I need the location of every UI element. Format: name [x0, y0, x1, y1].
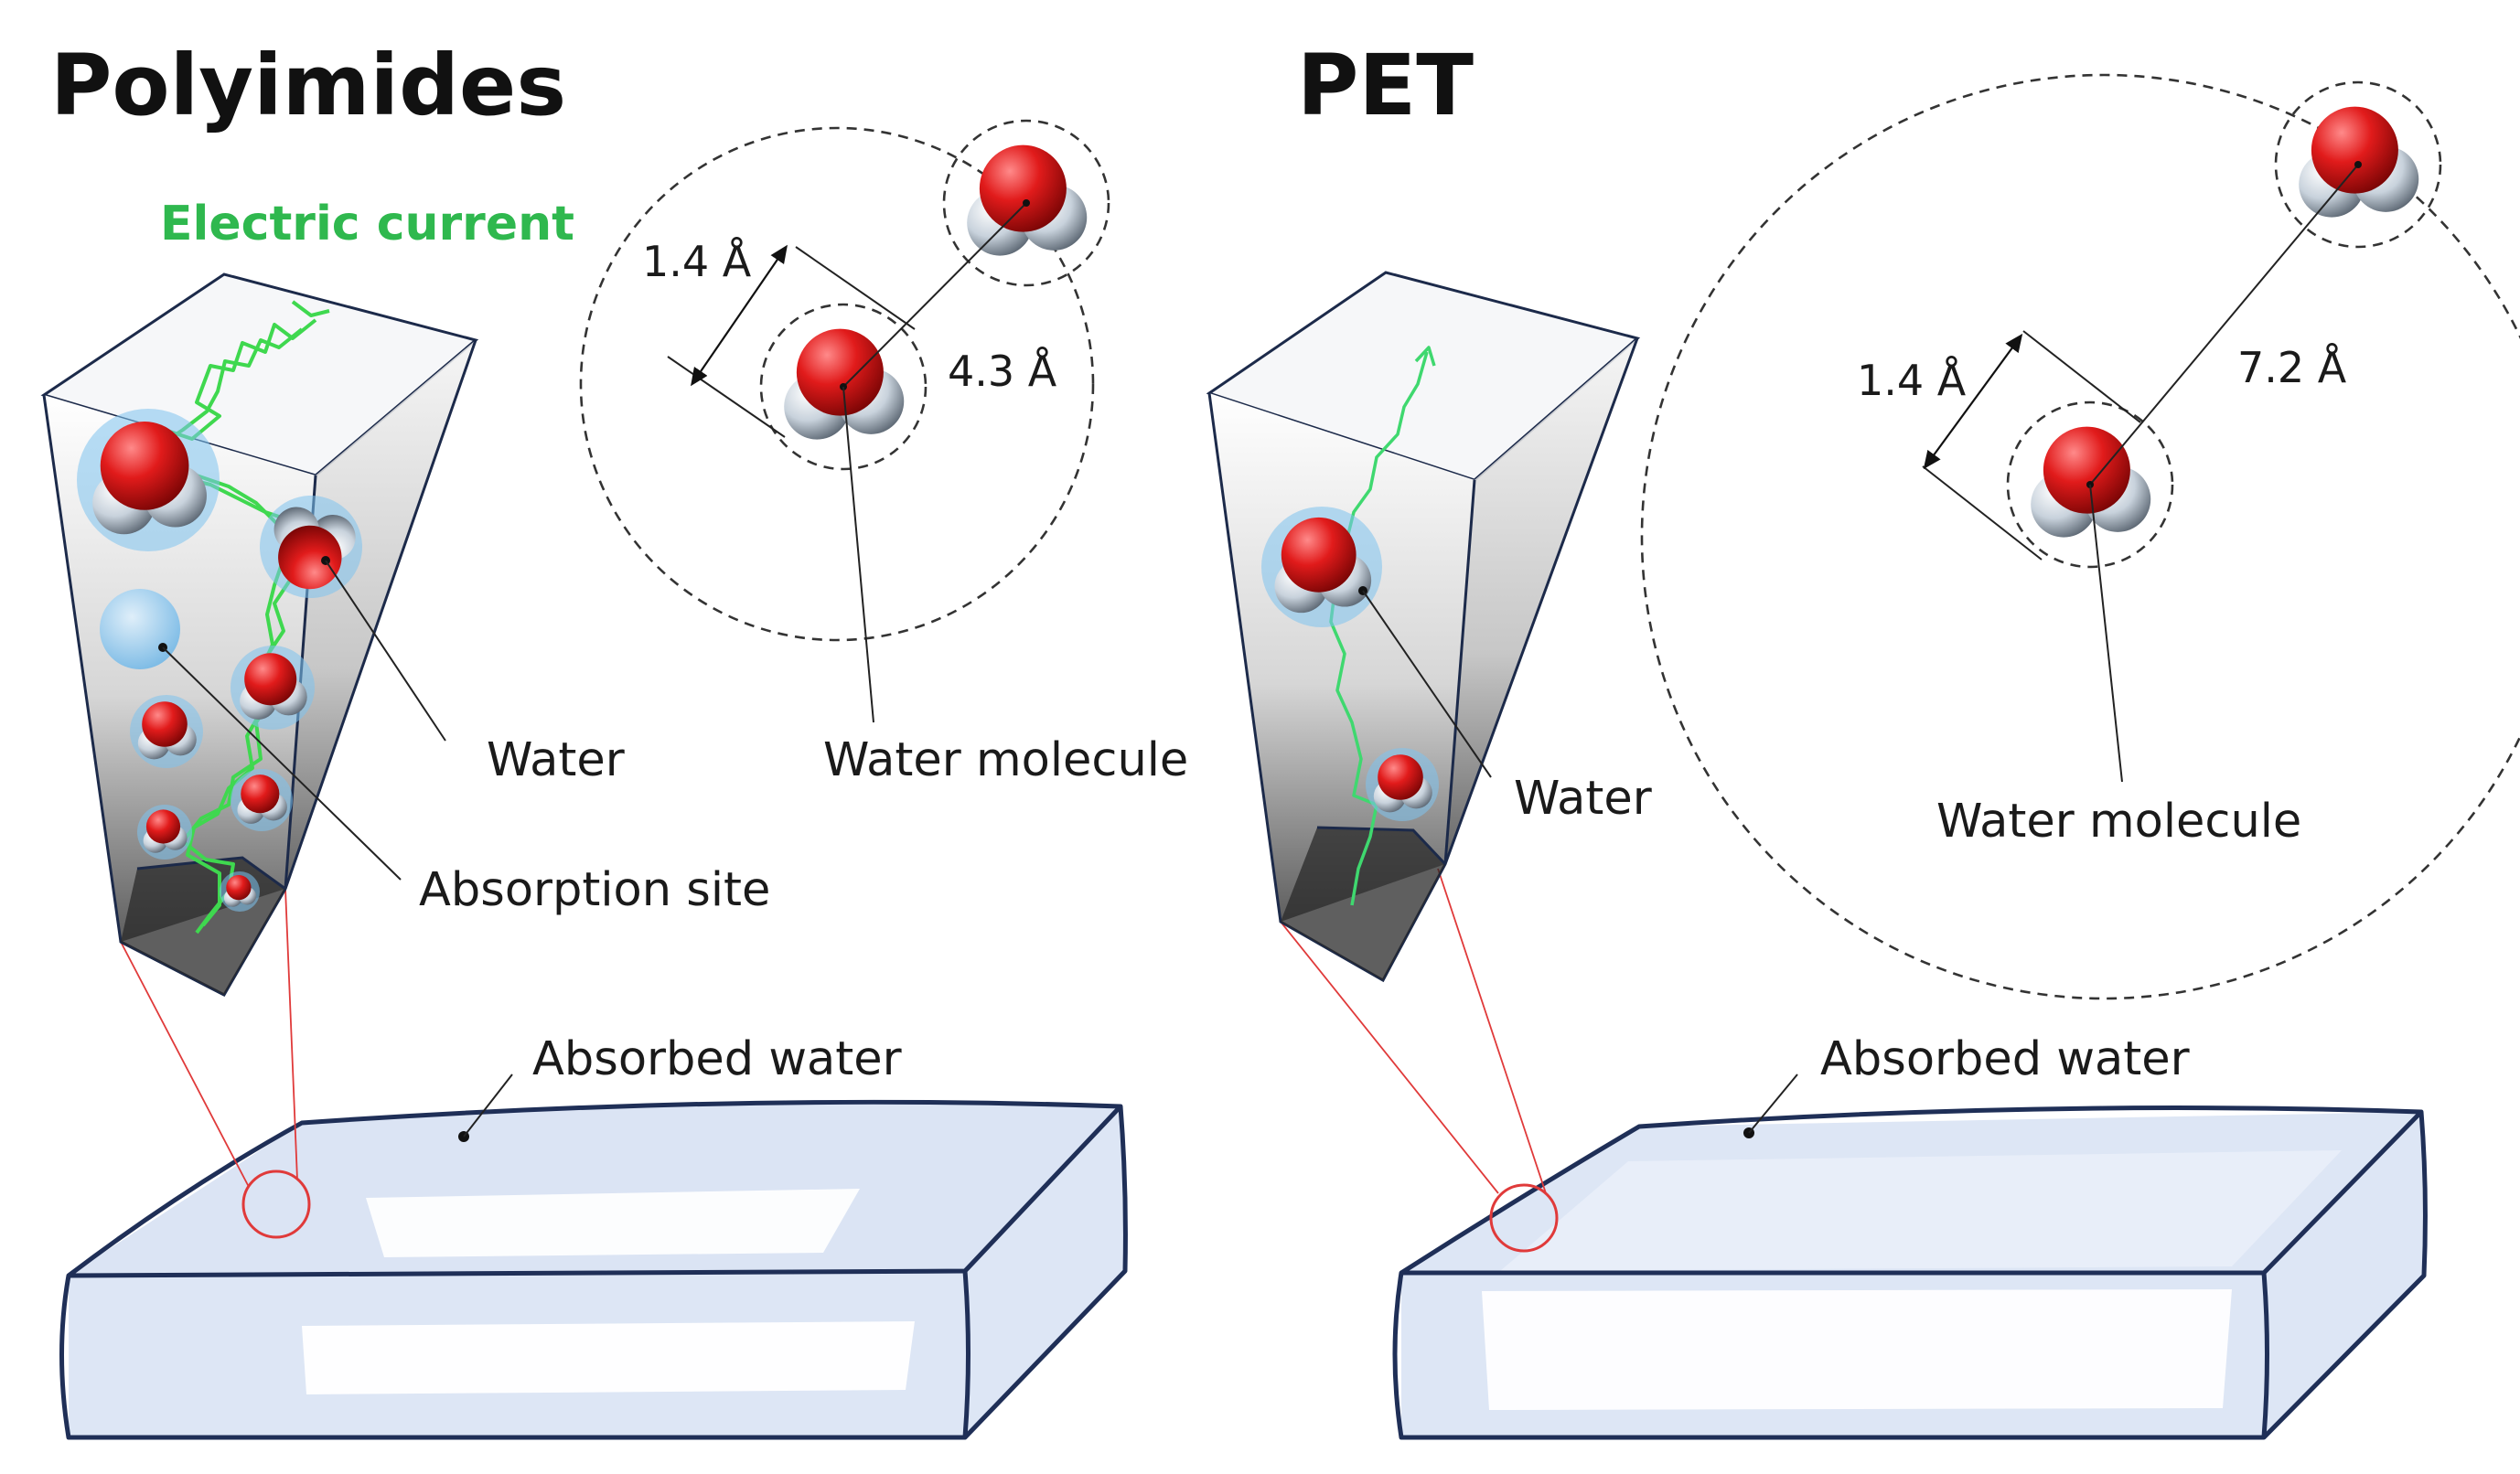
- water-molecule-icon: [130, 695, 203, 768]
- panel-polyimides: Polyimides Electric current: [40, 37, 1188, 1440]
- water-molecule-label: Water molecule: [823, 733, 1188, 787]
- intermolecular-distance-label: 7.2 Å: [2237, 343, 2347, 392]
- pet-zoom-prism: [1206, 271, 1641, 983]
- zoom-circle-icon: [241, 1170, 311, 1239]
- panel-title-polyimides: Polyimides: [50, 37, 566, 134]
- molecule-detail-circle: [1640, 73, 2520, 1000]
- absorption-site-icon: [100, 589, 180, 669]
- absorbed-water-label: Absorbed water: [1820, 1032, 2190, 1086]
- water-label: Water: [1514, 772, 1652, 826]
- water-molecule-label: Water molecule: [1936, 795, 2301, 849]
- water-molecule-icon: [137, 805, 192, 860]
- water-molecule-icon: [1261, 507, 1382, 627]
- electric-current-label: Electric current: [160, 197, 574, 251]
- water-molecule-icon: [231, 769, 293, 831]
- panel-pet: PET: [1206, 37, 2520, 1440]
- water-label: Water: [487, 733, 625, 787]
- zoom-circle-icon: [1489, 1183, 1559, 1253]
- water-molecule-icon: [77, 409, 220, 551]
- molecule-size-label: 1.4 Å: [642, 237, 752, 286]
- water-molecule-icon: [220, 871, 260, 912]
- water-molecule-icon: [1366, 748, 1439, 821]
- polyimide-film-slab: [59, 1099, 1128, 1440]
- panel-title-pet: PET: [1297, 37, 1474, 134]
- molecule-size-label: 1.4 Å: [1857, 356, 1967, 405]
- molecule-detail-circle: [579, 126, 1095, 642]
- pet-film-slab: [1392, 1106, 2428, 1440]
- absorbed-water-label: Absorbed water: [532, 1032, 902, 1086]
- intermolecular-distance-label: 4.3 Å: [948, 347, 1057, 396]
- water-molecule-icon: [231, 646, 315, 730]
- absorption-site-label: Absorption site: [419, 863, 770, 917]
